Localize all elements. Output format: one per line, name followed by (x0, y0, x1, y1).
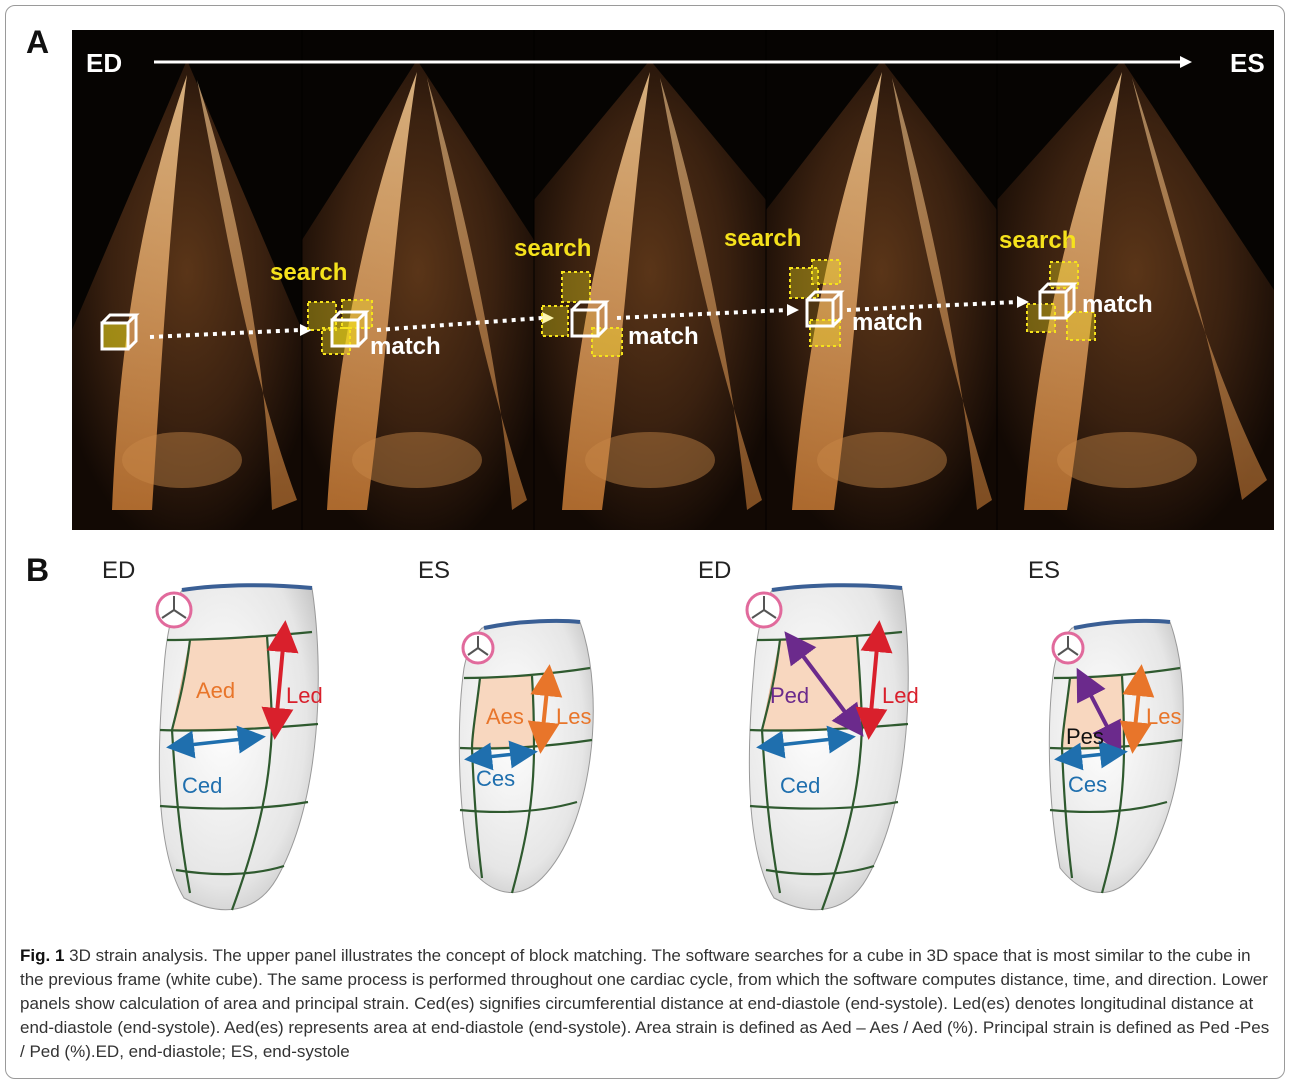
echo-frame-1 (72, 60, 302, 530)
ed-es-arrow (154, 56, 1192, 68)
principal-label-pes: Pes (1066, 724, 1104, 749)
circ-label-ces-2: Ces (1068, 772, 1107, 797)
area-label-aes: Aes (486, 704, 524, 729)
area-label-aed: Aed (196, 678, 235, 703)
match-label-1: match (370, 333, 441, 360)
long-label-led-2: Led (882, 683, 919, 708)
search-label-3: search (724, 225, 801, 252)
echo-frame-2 (302, 60, 534, 530)
heart-es-principal: ES Pes Les Ces (1028, 557, 1183, 893)
heart-ed-area: ED Aed Led Ced (102, 557, 323, 910)
phase-label-2: ES (418, 557, 450, 584)
caption-label: Fig. 1 (20, 946, 64, 965)
panel-a-letter: A (26, 24, 49, 61)
heart-es-area: ES Aes Les Ces (418, 557, 593, 893)
strain-diagrams: ED Aed Led Ced ES (72, 548, 1274, 928)
phase-label-4: ES (1028, 557, 1060, 584)
heart-ed-principal: ED Ped Led Ced (698, 557, 919, 910)
match-label-2: match (628, 323, 699, 350)
echo-image-strip: search search search search match match … (72, 30, 1274, 530)
circ-label-ces: Ces (476, 766, 515, 791)
match-label-4: match (1082, 291, 1153, 318)
long-label-les-2: Les (1146, 704, 1181, 729)
circ-label-ced: Ced (182, 773, 222, 798)
panel-b-letter: B (26, 552, 49, 589)
circ-label-ced-2: Ced (780, 773, 820, 798)
ed-label: ED (86, 48, 122, 79)
es-label: ES (1230, 48, 1265, 79)
search-label-1: search (270, 259, 347, 286)
phase-label-3: ED (698, 557, 731, 584)
principal-label-ped: Ped (770, 683, 809, 708)
figure-caption: Fig. 1 3D strain analysis. The upper pan… (20, 944, 1274, 1064)
echo-frames: search search search search match match … (72, 30, 1274, 530)
phase-label-1: ED (102, 557, 135, 584)
caption-text: 3D strain analysis. The upper panel illu… (20, 946, 1269, 1061)
search-label-4: search (999, 227, 1076, 254)
match-label-3: match (852, 309, 923, 336)
search-label-2: search (514, 235, 591, 262)
long-label-les: Les (556, 704, 591, 729)
long-label-led: Led (286, 683, 323, 708)
